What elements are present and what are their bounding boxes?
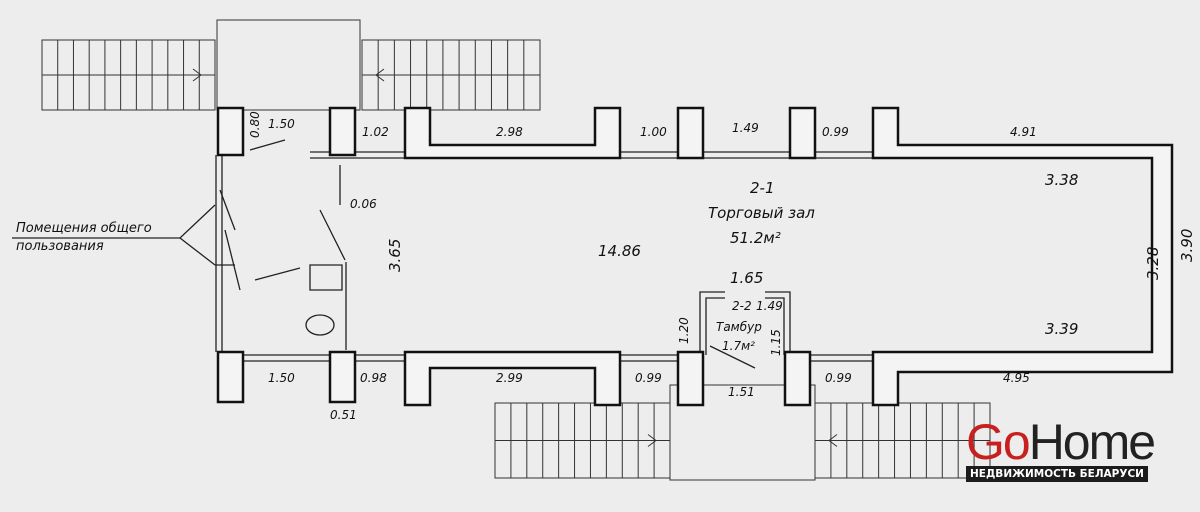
dim: 2.98 bbox=[496, 125, 523, 139]
dim: 1.51 bbox=[728, 385, 755, 399]
room-main-name: Торговый зал bbox=[708, 204, 815, 222]
stair-line bbox=[828, 434, 838, 447]
leader-line bbox=[12, 204, 216, 266]
logo-home: Home bbox=[1028, 414, 1156, 470]
room-main-code: 2-1 bbox=[750, 179, 775, 197]
walls-piers bbox=[216, 106, 1174, 407]
logo-tagline: НЕДВИЖИМОСТЬ БЕЛАРУСИ bbox=[966, 466, 1148, 482]
logo-go: Go bbox=[966, 414, 1031, 470]
stair-line bbox=[192, 68, 202, 82]
dim: 3.28 bbox=[1144, 247, 1162, 280]
dim: 3.90 bbox=[1178, 229, 1196, 262]
dim: 1.50 bbox=[268, 117, 295, 131]
landing-bottom bbox=[669, 384, 816, 481]
room-vestibule-name: Тамбур bbox=[716, 320, 762, 334]
dim: 3.39 bbox=[1045, 320, 1078, 338]
common-area-label-2: пользования bbox=[16, 239, 104, 254]
dim: 0.80 bbox=[248, 111, 262, 138]
dim: 0.98 bbox=[360, 371, 387, 385]
room-vestibule-area: 1.7м² bbox=[722, 339, 755, 353]
stairs-bottom-right bbox=[814, 402, 991, 479]
dim: 0.99 bbox=[825, 371, 852, 385]
dim: 4.95 bbox=[1003, 371, 1030, 385]
stairs-top-right bbox=[361, 39, 541, 111]
gohome-logo: GoHome НЕДВИЖИМОСТЬ БЕЛАРУСИ bbox=[966, 417, 1156, 482]
dim: 0.99 bbox=[635, 371, 662, 385]
dim: 14.86 bbox=[598, 242, 641, 260]
dim: 3.38 bbox=[1045, 171, 1078, 189]
room-main-area: 51.2м² bbox=[730, 229, 781, 247]
dim: 0.06 bbox=[350, 197, 377, 211]
dim: 1.15 bbox=[769, 329, 783, 356]
dim: 0.51 bbox=[330, 408, 357, 422]
dim: 1.20 bbox=[677, 317, 691, 344]
dimensions: 1.50 0.80 1.02 2.98 1.00 1.49 0.99 4.91 … bbox=[248, 111, 1196, 422]
stairs-bottom-left bbox=[494, 402, 671, 479]
dim: 1.65 bbox=[730, 269, 763, 287]
dim: 4.91 bbox=[1010, 125, 1037, 139]
dim: 1.50 bbox=[268, 371, 295, 385]
stair-line bbox=[375, 68, 385, 82]
common-area-label-1: Помещения общего bbox=[16, 221, 152, 236]
dim: 1.49 bbox=[732, 121, 759, 135]
stair-line bbox=[647, 434, 657, 447]
dim: 1.49 bbox=[756, 299, 783, 313]
dim: 0.99 bbox=[822, 125, 849, 139]
stairs-top-left bbox=[41, 39, 216, 111]
dim: 1.00 bbox=[640, 125, 667, 139]
room-vestibule-code: 2-2 bbox=[732, 299, 752, 313]
dim: 2.99 bbox=[496, 371, 523, 385]
dim: 3.65 bbox=[386, 239, 404, 272]
landing-top bbox=[216, 19, 361, 111]
dim: 1.02 bbox=[362, 125, 389, 139]
